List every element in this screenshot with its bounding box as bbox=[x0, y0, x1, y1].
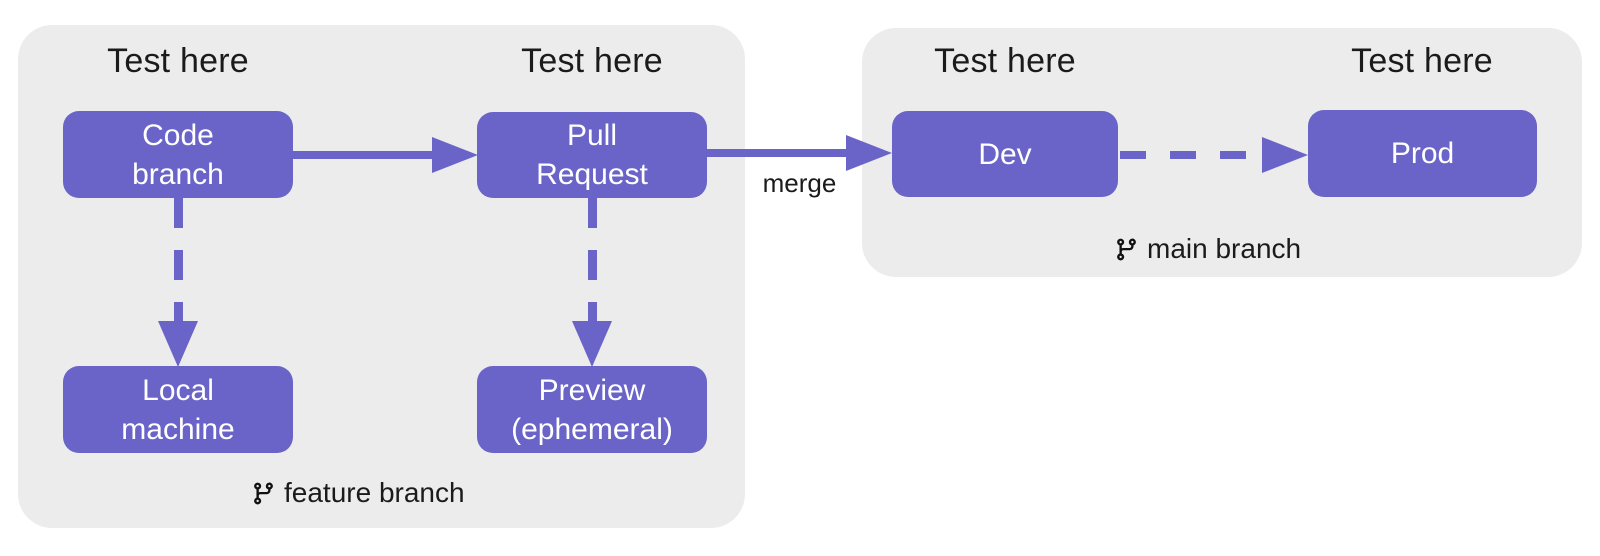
local-machine-node: Local machine bbox=[63, 366, 293, 453]
arrowhead-right-icon bbox=[1262, 137, 1308, 173]
dashed-arrow-dev-to-prod bbox=[1120, 151, 1262, 159]
arrowhead-right-icon bbox=[432, 137, 478, 173]
dashed-arrow-pull-request-to-preview bbox=[588, 198, 597, 322]
dev-node: Dev bbox=[892, 111, 1118, 197]
main-branch-label-text: main branch bbox=[1147, 233, 1302, 264]
git-branch-icon bbox=[254, 482, 273, 504]
merge-label: merge bbox=[762, 168, 837, 198]
arrowhead-down-icon bbox=[572, 321, 612, 367]
test-here-label-prod: Test here bbox=[1351, 42, 1493, 80]
test-here-label-code-branch: Test here bbox=[107, 42, 249, 80]
code-branch-node: Code branch bbox=[63, 111, 293, 198]
feature-branch-label-text: feature branch bbox=[284, 477, 465, 508]
dashed-arrow-code-to-local-machine bbox=[174, 198, 183, 322]
test-here-label-dev: Test here bbox=[934, 42, 1076, 80]
pull-request-node: Pull Request bbox=[477, 112, 707, 198]
main-branch-label: main branch bbox=[1114, 233, 1301, 265]
arrowhead-down-icon bbox=[158, 321, 198, 367]
arrowhead-right-icon bbox=[846, 135, 892, 171]
arrow-code-to-pull-request bbox=[293, 151, 433, 159]
preview-ephemeral-node: Preview (ephemeral) bbox=[477, 366, 707, 453]
git-branch-icon bbox=[1117, 238, 1136, 260]
arrow-pull-request-to-dev bbox=[707, 149, 848, 157]
feature-branch-label: feature branch bbox=[251, 477, 465, 509]
test-here-label-pull-request: Test here bbox=[521, 42, 663, 80]
prod-node: Prod bbox=[1308, 110, 1537, 197]
